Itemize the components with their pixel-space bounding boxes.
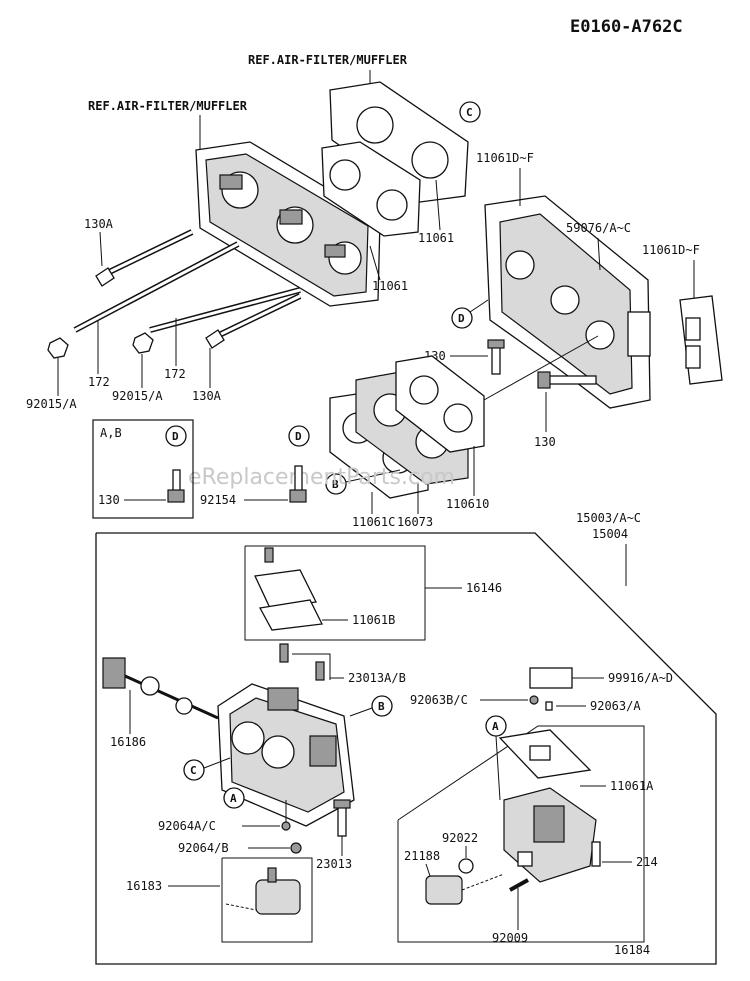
label-15003: 15003/A~C — [576, 511, 641, 525]
callout-d-92154: D — [288, 425, 310, 447]
stud-172-right — [149, 287, 301, 333]
diagram-code: E0160-A762C — [570, 17, 683, 37]
callout-b-carb: B — [371, 695, 393, 717]
solenoid-21188 — [425, 873, 505, 905]
svg-text:D: D — [172, 430, 179, 443]
bolt-130-manifold — [487, 339, 505, 375]
svg-text:A,B: A,B — [100, 426, 122, 440]
stud-172-left — [73, 241, 240, 333]
label-92064a: 92064A/C — [158, 819, 216, 833]
callout-d-manifold: D — [451, 307, 473, 329]
callout-a-carb: A — [223, 787, 245, 809]
fitting-92063a — [545, 701, 553, 711]
label-92015-1: 92015/A — [26, 397, 77, 411]
label-172-1: 172 — [88, 375, 110, 389]
label-11061df-1: 11061D~F — [476, 151, 534, 165]
watermark: eReplacementParts.com — [188, 465, 455, 490]
nut-92015-right — [132, 332, 154, 354]
svg-text:C: C — [190, 764, 197, 777]
label-21188: 21188 — [404, 849, 440, 863]
plug-92064b — [290, 842, 302, 854]
inset-box-ab: A,B D 130 — [92, 419, 194, 519]
screw-214 — [591, 841, 601, 867]
label-11061df-2: 11061D~F — [642, 243, 700, 257]
jet-23013ab-2 — [315, 661, 325, 681]
svg-text:A: A — [230, 792, 237, 805]
label-23013ab: 23013A/B — [348, 671, 406, 685]
bolt-130-horizontal — [537, 371, 597, 389]
label-11061c: 11061C — [352, 515, 395, 529]
callout-a-bowl: A — [485, 715, 507, 737]
screw-92009 — [509, 878, 529, 892]
label-11061b: 11061B — [352, 613, 395, 627]
label-172-2: 172 — [164, 367, 186, 381]
bolt-92154 — [289, 465, 307, 503]
gasket-plate-upper — [321, 141, 421, 237]
carburetor-assembly-border — [95, 532, 717, 965]
carburetor-body — [217, 683, 355, 827]
bolt-130a-lower — [205, 293, 302, 349]
label-130a-1: 130A — [84, 217, 114, 231]
label-16186: 16186 — [110, 735, 146, 749]
label-130-3: 130 — [98, 493, 120, 507]
gasket-11061df-right — [679, 295, 723, 385]
label-214: 214 — [636, 855, 658, 869]
svg-text:B: B — [332, 478, 339, 491]
fitting-92063bc — [529, 695, 539, 705]
svg-text:C: C — [466, 106, 473, 119]
label-15004: 15004 — [592, 527, 628, 541]
label-92009: 92009 — [492, 931, 528, 945]
label-130-2: 130 — [534, 435, 556, 449]
solenoid-16183 — [225, 867, 301, 915]
label-11061a: 11061A — [610, 779, 654, 793]
label-16184: 16184 — [614, 943, 650, 957]
label-130a-2: 130A — [192, 389, 222, 403]
svg-text:D: D — [295, 430, 302, 443]
label-16183: 16183 — [126, 879, 162, 893]
oring-92022 — [458, 858, 474, 874]
label-92154: 92154 — [200, 493, 236, 507]
label-92063a: 92063/A — [590, 699, 641, 713]
label-11061-mid: 11061 — [372, 279, 408, 293]
air-filter-base-plate — [195, 141, 381, 307]
label-99916: 99916/A~D — [608, 671, 673, 685]
jet-23013 — [333, 799, 351, 837]
label-110610: 110610 — [446, 497, 489, 511]
gasket-11061-upper — [329, 81, 469, 203]
label-92063b: 92063B/C — [410, 693, 468, 707]
float-bowl — [503, 787, 597, 883]
nut-92015-left — [47, 337, 69, 359]
jet-23013ab-1 — [279, 643, 289, 663]
intake-manifold — [484, 195, 651, 409]
label-92064b: 92064/B — [178, 841, 229, 855]
ref-air-filter-muffler-label-2: REF.AIR-FILTER/MUFFLER — [88, 99, 248, 113]
callout-c-top: C — [459, 101, 481, 123]
svg-text:B: B — [378, 700, 385, 713]
throttle-shaft-16186 — [102, 657, 219, 720]
label-16073: 16073 — [397, 515, 433, 529]
gasket-110610 — [395, 355, 485, 453]
label-59076: 59076/A~C — [566, 221, 631, 235]
svg-text:A: A — [492, 720, 499, 733]
callout-b-spacer: B — [325, 473, 347, 495]
label-11061-top: 11061 — [418, 231, 454, 245]
label-92015-2: 92015/A — [112, 389, 163, 403]
label-16146: 16146 — [466, 581, 502, 595]
svg-text:D: D — [458, 312, 465, 325]
kit-99916-box — [529, 667, 573, 689]
ref-air-filter-muffler-label-1: REF.AIR-FILTER/MUFFLER — [248, 53, 408, 67]
label-92022: 92022 — [442, 831, 478, 845]
label-23013: 23013 — [316, 857, 352, 871]
callout-c-carb: C — [183, 759, 205, 781]
bolt-130a-upper — [95, 229, 194, 287]
washer-92064ac — [281, 821, 291, 831]
gasket-11061a — [498, 729, 592, 779]
choke-plate-16146 — [254, 547, 323, 631]
